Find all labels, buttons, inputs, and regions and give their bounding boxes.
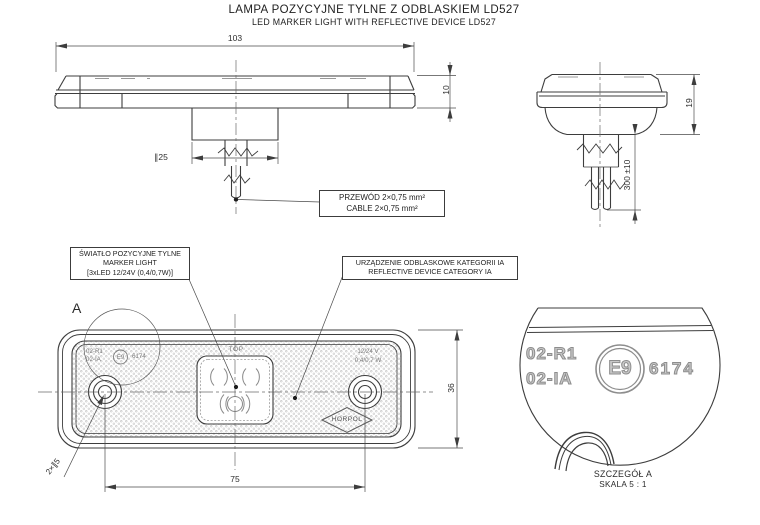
dim-hole-spacing-75: 75 xyxy=(230,474,240,484)
end-view-lines xyxy=(537,75,667,210)
detail-marking-e9: E9 xyxy=(608,358,632,380)
cable-note-en: CABLE 2×0,75 mm² xyxy=(346,204,418,213)
detail-a-marker: A xyxy=(72,300,82,316)
front-brand-horpol: HORPOL xyxy=(331,416,363,423)
side-view-dimensions xyxy=(56,42,456,202)
end-view-dimensions xyxy=(607,75,700,225)
dim-connector-d25: ∥25 xyxy=(154,152,168,162)
marker-light-label-spec: [3xLED 12/24V (0,4/0,7W)] xyxy=(87,267,173,277)
dim-height-10: 10 xyxy=(441,85,451,95)
front-marking-02r1: 02-R1 xyxy=(86,348,103,355)
cable-note-pl: PRZEWÓD 2×0,75 mm² xyxy=(338,193,425,202)
dim-width-103: 103 xyxy=(227,33,243,43)
detail-a-view xyxy=(520,308,720,471)
detail-caption: SZCZEGÓŁ A xyxy=(593,469,653,479)
detail-marking-02ia: 02-IA xyxy=(526,369,573,389)
reflective-label-pl: URZĄDZENIE ODBLASKOWE KATEGORII IA xyxy=(355,258,505,267)
drawing-title-pl: LAMPA POZYCYJNE TYLNE Z ODBLASKIEM LD527 xyxy=(228,4,520,16)
marker-light-label-box: ŚWIATŁO POZYCYJNE TYLNE MARKER LIGHT [3x… xyxy=(70,247,190,280)
detail-a-circle xyxy=(84,309,160,385)
front-view-dimensions xyxy=(64,275,463,492)
marker-light-label-en: MARKER LIGHT xyxy=(103,258,157,268)
front-marking-e9: E9 xyxy=(116,353,125,361)
front-marking-top: TOP xyxy=(228,346,244,353)
marker-light-label-pl: ŚWIATŁO POZYCYJNE TYLNE xyxy=(79,249,181,258)
detail-scale: SKALA 5 : 1 xyxy=(599,480,647,489)
reflective-label-en: REFLECTIVE DEVICE CATEGORY IA xyxy=(368,267,492,277)
reflective-label-box: URZĄDZENIE ODBLASKOWE KATEGORII IA REFLE… xyxy=(342,256,518,280)
front-marking-6174: 6174 xyxy=(132,353,146,360)
front-marking-voltage: 12/24 V xyxy=(357,348,379,355)
drawing-title-en: LED MARKER LIGHT WITH REFLECTIVE DEVICE … xyxy=(251,17,497,27)
front-view-centerlines xyxy=(38,309,433,470)
side-view-lines xyxy=(55,76,415,202)
dim-cable-length-300: 300 ±10 xyxy=(622,159,632,191)
detail-marking-02r1: 02-R1 xyxy=(525,344,578,364)
dim-height-19: 19 xyxy=(684,98,694,108)
front-marking-power: 0,4/0,7 W xyxy=(354,356,382,364)
dim-height-36: 36 xyxy=(446,383,456,393)
front-marking-02ia: 02-IA xyxy=(86,356,101,363)
detail-marking-6174: 6174 xyxy=(649,359,695,379)
cable-note-box: PRZEWÓD 2×0,75 mm² CABLE 2×0,75 mm² xyxy=(319,190,445,217)
